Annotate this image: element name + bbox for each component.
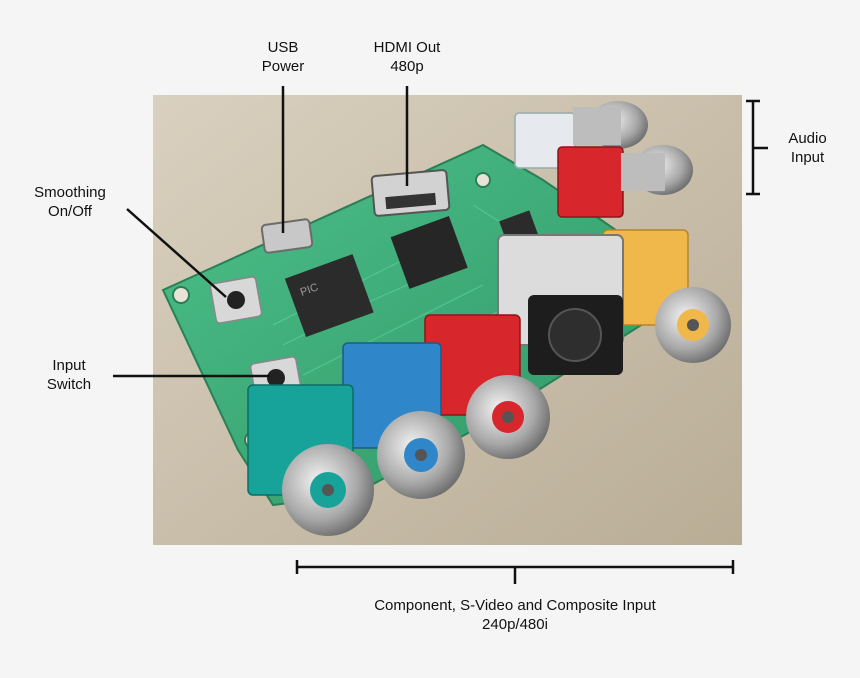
hdmi-label-line1: HDMI Out — [373, 39, 441, 56]
audio-input-label: Audio Input — [775, 129, 840, 167]
chip-pic: PIC — [284, 254, 374, 338]
usb-port — [260, 218, 314, 254]
chip-pic-mark: PIC — [299, 281, 320, 299]
video-input-label: Component, S-Video and Composite Input 2… — [330, 596, 700, 634]
chip-main — [390, 216, 468, 289]
mounting-hole — [172, 286, 190, 304]
video-bracket — [295, 560, 735, 584]
input-switch-label-line2: Switch — [46, 376, 92, 393]
component-jack-teal — [247, 384, 374, 536]
audio-jack-white — [514, 101, 648, 169]
smoothing-label-line1: Smoothing — [34, 184, 106, 201]
audio-label-line1: Audio — [788, 130, 827, 147]
input-switch-label-line1: Input — [52, 357, 86, 374]
usb-power-label: USB Power — [248, 38, 318, 76]
video-label-line1: Component, S-Video and Composite Input — [374, 597, 656, 614]
board-photo: PIC — [153, 95, 742, 545]
smoothing-button — [209, 276, 263, 324]
usb-label-line1: USB — [267, 39, 299, 56]
audio-label-line2: Input — [790, 149, 825, 166]
mounting-hole — [475, 172, 491, 188]
input-switch-label: Input Switch — [30, 356, 108, 394]
audio-bracket — [746, 99, 768, 196]
audio-jack-red — [557, 145, 693, 218]
component-jack-red — [424, 314, 550, 459]
component-jack-blue — [342, 342, 465, 499]
hdmi-out-label: HDMI Out 480p — [362, 38, 452, 76]
hdmi-label-line2: 480p — [390, 58, 424, 75]
smoothing-label-line2: On/Off — [48, 203, 92, 220]
usb-label-line2: Power — [261, 58, 305, 75]
svideo-jack — [497, 234, 624, 375]
smoothing-label: Smoothing On/Off — [20, 183, 120, 221]
hdmi-port — [370, 169, 451, 217]
hdmi-slot — [385, 192, 437, 210]
composite-jack-yellow — [602, 229, 731, 363]
video-label-line2: 240p/480i — [482, 616, 548, 633]
